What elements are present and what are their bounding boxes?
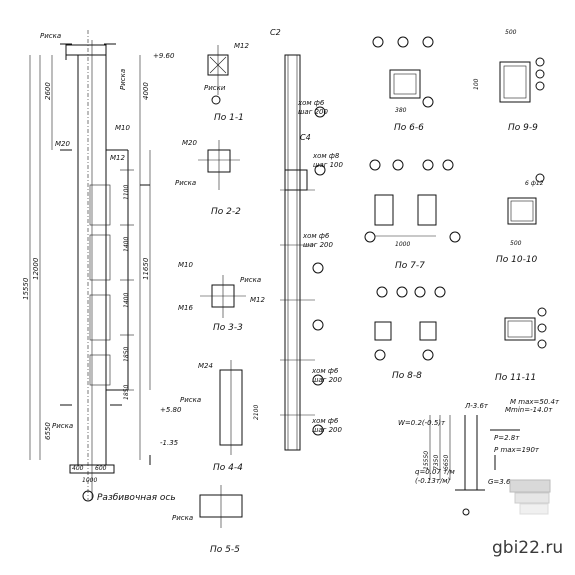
svg-text:1000: 1000 — [395, 241, 410, 248]
height-total: 15550 — [22, 277, 30, 300]
section-9-9: 500 100 По 9-9 — [473, 29, 545, 133]
section-3-3: М10 М16 Риска М12 По 3-3 — [178, 261, 265, 333]
svg-text:Мmin=-14.0т: Мmin=-14.0т — [505, 406, 553, 414]
section-8-8: По 8-8 — [374, 286, 446, 381]
section-6-6-title: По 6-6 — [394, 123, 424, 133]
section-10-10: 6 ф12 500 По 10-10 — [496, 173, 545, 265]
svg-text:q=0.07 т/м: q=0.07 т/м — [415, 468, 456, 476]
cage-top-label: С2 — [270, 28, 281, 37]
load-scheme: Л-3.6т W=0.2(-0.5)т М max=50.4т Мmin=-14… — [398, 398, 560, 516]
dim-4000: 4000 — [142, 82, 150, 100]
section-3-3-title: По 3-3 — [213, 323, 243, 333]
section-8-8-title: По 8-8 — [392, 371, 422, 381]
section-6-6: 380 По 6-6 — [372, 36, 434, 133]
elev-low: +5.80 — [160, 406, 182, 414]
svg-text:М10: М10 — [178, 261, 193, 269]
section-11-11-title: По 11-11 — [495, 373, 536, 383]
height-main: 12000 — [32, 257, 40, 280]
section-5-5-title: По 5-5 — [210, 545, 240, 555]
svg-text:500: 500 — [505, 29, 517, 36]
section-7-7: 1000 По 7-7 — [364, 159, 461, 271]
panel-2: 1400 — [123, 237, 130, 252]
svg-text:хом ф8: хом ф8 — [312, 152, 340, 160]
svg-text:Риски: Риски — [204, 84, 226, 92]
watermark-text: gbi22.ru — [492, 538, 563, 558]
svg-text:15550: 15550 — [423, 451, 430, 470]
riska-mid-label: Риска — [119, 69, 127, 90]
svg-text:хом ф6: хом ф6 — [297, 99, 325, 107]
svg-text:шаг 200: шаг 200 — [312, 426, 343, 434]
section-9-9-title: По 9-9 — [508, 123, 538, 133]
section-1-1: М12 Риски По 1-1 — [204, 42, 249, 123]
panel-5: 1850 — [123, 385, 130, 400]
svg-text:7350: 7350 — [433, 455, 440, 470]
section-4-4: М24 Риска 2100 По 4-4 — [180, 360, 260, 473]
section-1-1-title: По 1-1 — [214, 113, 244, 123]
svg-text:Риска: Риска — [180, 396, 201, 404]
svg-text:W=0.2(-0.5)т: W=0.2(-0.5)т — [398, 419, 446, 427]
section-2-2-title: По 2-2 — [211, 207, 241, 217]
svg-text:М12: М12 — [234, 42, 249, 50]
svg-text:шаг 200: шаг 200 — [303, 241, 334, 249]
m20-label: М20 — [55, 140, 70, 148]
svg-text:P=2.8т: P=2.8т — [494, 434, 520, 442]
m12-label: М12 — [110, 154, 125, 162]
width-1000: 1000 — [82, 477, 97, 484]
svg-text:500: 500 — [510, 240, 522, 247]
cage-c4-label: С4 — [300, 133, 311, 142]
svg-text:P max=190т: P max=190т — [494, 446, 540, 454]
svg-text:100: 100 — [473, 78, 480, 90]
svg-text:G=3.6т: G=3.6т — [488, 478, 515, 486]
panel-4: 1850 — [123, 347, 130, 362]
width-600: 600 — [95, 465, 107, 472]
width-400: 400 — [72, 465, 84, 472]
svg-text:М16: М16 — [178, 304, 193, 312]
section-2-2: М20 Риска По 2-2 — [175, 139, 241, 217]
svg-text:Л-3.6т: Л-3.6т — [464, 402, 489, 410]
dim-11650: 11650 — [142, 257, 150, 280]
svg-text:Риска: Риска — [172, 514, 193, 522]
elev-top: +9.60 — [153, 52, 175, 60]
svg-text:Риска: Риска — [175, 179, 196, 187]
elev-bottom: -1.35 — [160, 439, 179, 447]
watermark: gbi22.ru — [492, 479, 563, 558]
riska-low-label: Риска — [52, 422, 73, 430]
section-7-7-title: По 7-7 — [395, 261, 425, 271]
section-4-4-title: По 4-4 — [213, 463, 243, 473]
panel-1: 1100 — [123, 185, 130, 200]
rebar-cage: С2 С4 хом ф6 шаг 200 хом ф8 шаг 100 хом … — [270, 28, 344, 451]
panel-3: 1400 — [123, 293, 130, 308]
svg-text:380: 380 — [395, 107, 407, 114]
svg-text:М12: М12 — [250, 296, 265, 304]
section-5-5: Риска По 5-5 — [172, 485, 243, 555]
section-10-10-title: По 10-10 — [496, 255, 538, 265]
svg-text:2100: 2100 — [253, 405, 260, 420]
svg-text:шаг 100: шаг 100 — [313, 161, 344, 169]
svg-text:М20: М20 — [182, 139, 197, 147]
svg-text:Риска: Риска — [240, 276, 261, 284]
section-11-11: По 11-11 — [495, 307, 547, 383]
svg-text:6 ф12: 6 ф12 — [525, 180, 544, 187]
svg-text:(-0.13т/м): (-0.13т/м) — [415, 477, 451, 485]
svg-text:шаг 200: шаг 200 — [298, 108, 329, 116]
column-elevation: Риска Риска Риска Разбивочная ось 15550 … — [22, 30, 182, 503]
svg-text:шаг 200: шаг 200 — [312, 376, 343, 384]
height-lower: 6550 — [44, 422, 52, 440]
svg-text:хом ф6: хом ф6 — [311, 367, 339, 375]
m10-label: М10 — [115, 124, 130, 132]
svg-text:6650: 6650 — [443, 455, 450, 470]
axis-label: Разбивочная ось — [97, 493, 176, 503]
riska-top-label: Риска — [40, 32, 61, 40]
svg-text:М24: М24 — [198, 362, 213, 370]
svg-text:хом ф6: хом ф6 — [311, 417, 339, 425]
svg-text:хом ф6: хом ф6 — [302, 232, 330, 240]
height-upper: 2600 — [44, 82, 52, 100]
svg-text:М max=50.4т: М max=50.4т — [510, 398, 560, 406]
